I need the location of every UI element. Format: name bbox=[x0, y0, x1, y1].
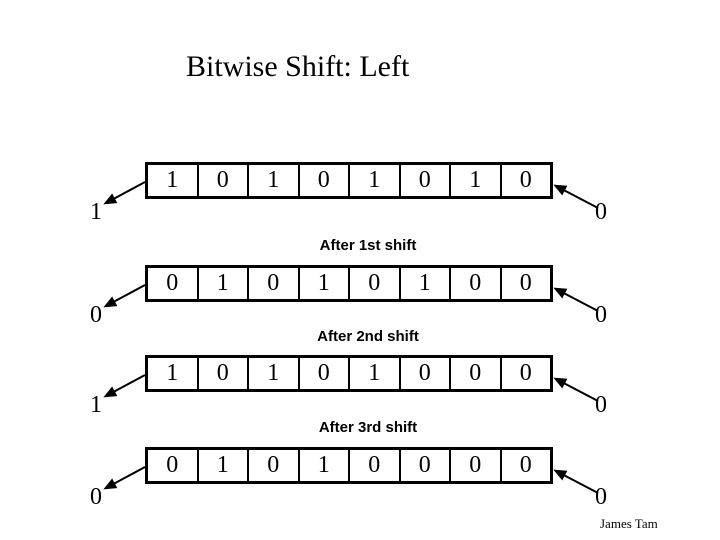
shifted-out-bit-label: 1 bbox=[90, 199, 102, 225]
shift-out-arrow-row-4 bbox=[103, 466, 146, 490]
shifted-in-bit-label: 0 bbox=[595, 484, 607, 510]
bit-cell: 1 bbox=[300, 268, 350, 299]
author-credit: James Tam bbox=[600, 516, 658, 531]
bit-cell: 1 bbox=[300, 450, 350, 481]
bit-cell: 0 bbox=[249, 268, 300, 299]
bit-cell: 1 bbox=[199, 450, 249, 481]
shifted-out-bit-label: 1 bbox=[90, 392, 102, 418]
bit-cell: 1 bbox=[401, 268, 451, 299]
bit-cell: 0 bbox=[199, 165, 249, 196]
bit-cell: 0 bbox=[350, 268, 401, 299]
bit-cell: 0 bbox=[519, 270, 532, 296]
bit-cell: 0 bbox=[148, 268, 199, 299]
bit-cell: 1 bbox=[148, 358, 199, 389]
bit-cell: 1 bbox=[249, 165, 300, 196]
bit-cell: 0 bbox=[451, 450, 502, 481]
bit-cell: 0 bbox=[519, 167, 532, 193]
bit-cell: 1 bbox=[199, 268, 249, 299]
bit-cell: 0 bbox=[401, 358, 451, 389]
shift-out-arrow-row-3 bbox=[103, 374, 146, 398]
caption-after-1st-shift: After 1st shift bbox=[319, 237, 417, 254]
bit-cell: 0 bbox=[519, 452, 532, 478]
bit-cell: 1 bbox=[148, 165, 199, 196]
bit-cell: 0 bbox=[300, 358, 350, 389]
bit-cell: 1 bbox=[350, 165, 401, 196]
bit-cell: 0 bbox=[451, 268, 502, 299]
bit-register-after-2nd-shift: 1 0 1 0 1 0 0 0 bbox=[145, 355, 553, 392]
shifted-in-bit-label: 0 bbox=[595, 392, 607, 418]
shift-out-arrow-row-2 bbox=[103, 284, 146, 308]
bit-cell: 0 bbox=[199, 358, 249, 389]
caption-after-3rd-shift: After 3rd shift bbox=[318, 419, 418, 436]
bit-cell: 0 bbox=[148, 450, 199, 481]
shifted-out-bit-label: 0 bbox=[90, 302, 102, 328]
shifted-out-bit-label: 0 bbox=[90, 484, 102, 510]
bit-cell: 0 bbox=[451, 358, 502, 389]
bit-register-after-1st-shift: 0 1 0 1 0 1 0 0 bbox=[145, 265, 553, 302]
bit-cell: 0 bbox=[249, 450, 300, 481]
shift-out-arrow-row-1 bbox=[103, 181, 146, 205]
shifted-in-bit-label: 0 bbox=[595, 199, 607, 225]
bit-cell: 0 bbox=[350, 450, 401, 481]
caption-after-2nd-shift: After 2nd shift bbox=[317, 328, 419, 345]
shifted-in-bit-label: 0 bbox=[595, 302, 607, 328]
bit-cell: 1 bbox=[249, 358, 300, 389]
bit-cell: 0 bbox=[401, 165, 451, 196]
bit-cell: 0 bbox=[519, 360, 532, 386]
bit-register-after-3rd-shift: 0 1 0 1 0 0 0 0 bbox=[145, 447, 553, 484]
bit-cell: 0 bbox=[300, 165, 350, 196]
page-title: Bitwise Shift: Left bbox=[186, 50, 410, 83]
bit-cell: 1 bbox=[451, 165, 502, 196]
bit-register-initial: 1 0 1 0 1 0 1 0 bbox=[145, 162, 553, 199]
bit-cell: 1 bbox=[350, 358, 401, 389]
bit-cell: 0 bbox=[401, 450, 451, 481]
